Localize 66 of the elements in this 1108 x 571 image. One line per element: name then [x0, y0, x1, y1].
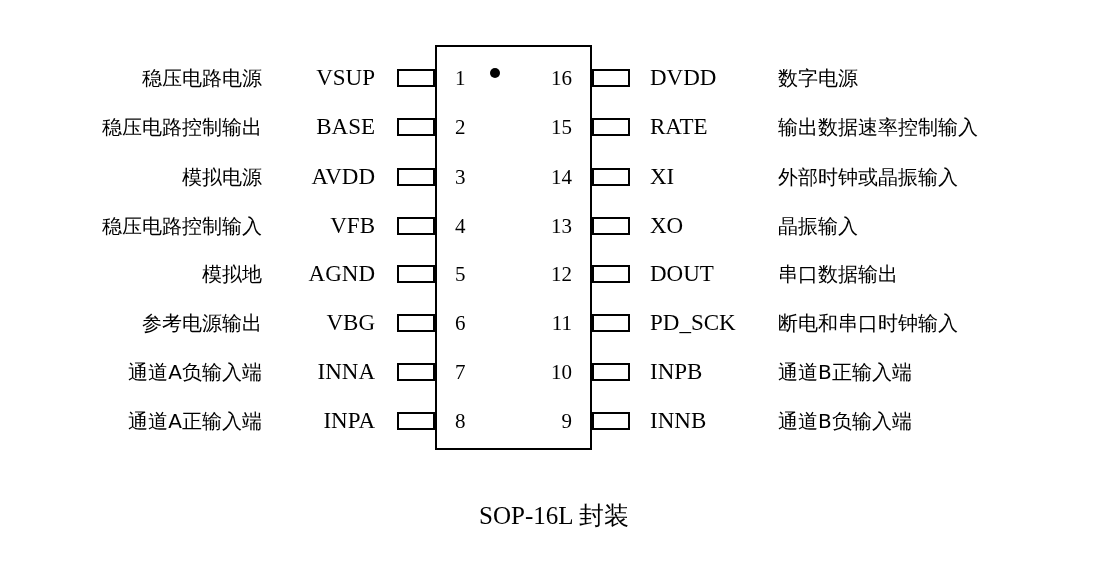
pin-name: INPB [650, 360, 703, 384]
pin-description: 通道A正输入端 [128, 409, 262, 433]
pin-number: 4 [455, 214, 466, 238]
pin-description: 稳压电路电源 [142, 66, 262, 90]
pin-pad [397, 412, 435, 430]
pin-description: 稳压电路控制输入 [102, 214, 262, 238]
pin-description: 晶振输入 [778, 214, 858, 238]
pin-name: INNA [317, 360, 375, 384]
pin-number: 12 [551, 262, 572, 286]
pin-pad [397, 363, 435, 381]
pin-pad [592, 412, 630, 430]
pin-number: 7 [455, 360, 466, 384]
pin-pad [592, 314, 630, 332]
pin-pad [592, 363, 630, 381]
pin-number: 3 [455, 165, 466, 189]
pin-name: XO [650, 214, 684, 238]
pin-name: INPA [323, 409, 375, 433]
pin-name: DVDD [650, 66, 717, 90]
pin-number: 16 [551, 66, 572, 90]
pin-description: 通道B正输入端 [778, 360, 912, 384]
pin-pad [592, 265, 630, 283]
pin-number: 1 [455, 66, 466, 90]
pin-name: AVDD [311, 165, 375, 189]
pin-pad [592, 69, 630, 87]
pin-name: INNB [650, 409, 707, 433]
pin-pad [397, 69, 435, 87]
pin-pad [592, 168, 630, 186]
pin-number: 10 [551, 360, 572, 384]
pin-name: BASE [316, 115, 375, 139]
pin-description: 断电和串口时钟输入 [778, 311, 958, 335]
pin-number: 15 [551, 115, 572, 139]
pin-number: 6 [455, 311, 466, 335]
chip-body [435, 45, 592, 450]
pin-name: VFB [330, 214, 375, 238]
pin-pad [592, 118, 630, 136]
pin-description: 通道B负输入端 [778, 409, 912, 433]
pin-number: 11 [551, 311, 572, 335]
pin-number: 13 [551, 214, 572, 238]
pin-description: 模拟地 [202, 262, 262, 286]
pin-number: 9 [561, 409, 572, 433]
pin-description: 串口数据输出 [778, 262, 898, 286]
pin-name: RATE [650, 115, 708, 139]
pin-number: 8 [455, 409, 466, 433]
pin-number: 2 [455, 115, 466, 139]
pin-name: XI [650, 165, 675, 189]
pin-name: VBG [326, 311, 375, 335]
pin-pad [592, 217, 630, 235]
pin-description: 数字电源 [778, 66, 858, 90]
pin-pad [397, 168, 435, 186]
pin-description: 通道A负输入端 [128, 360, 262, 384]
pin-name: PD_SCK [650, 311, 736, 335]
pin-description: 稳压电路控制输出 [102, 115, 262, 139]
pin-description: 输出数据速率控制输入 [778, 115, 978, 139]
caption: SOP-16L 封装 [478, 504, 630, 528]
pin-description: 参考电源输出 [142, 311, 262, 335]
pin-pad [397, 314, 435, 332]
pin-description: 外部时钟或晶振输入 [778, 165, 958, 189]
pin-name: AGND [308, 262, 375, 286]
pin-number: 14 [551, 165, 572, 189]
pin-description: 模拟电源 [182, 165, 262, 189]
pin-pad [397, 118, 435, 136]
pin-pad [397, 265, 435, 283]
pin-pad [397, 217, 435, 235]
pin-name: VSUP [316, 66, 375, 90]
pin-number: 5 [455, 262, 466, 286]
pin-name: DOUT [650, 262, 714, 286]
